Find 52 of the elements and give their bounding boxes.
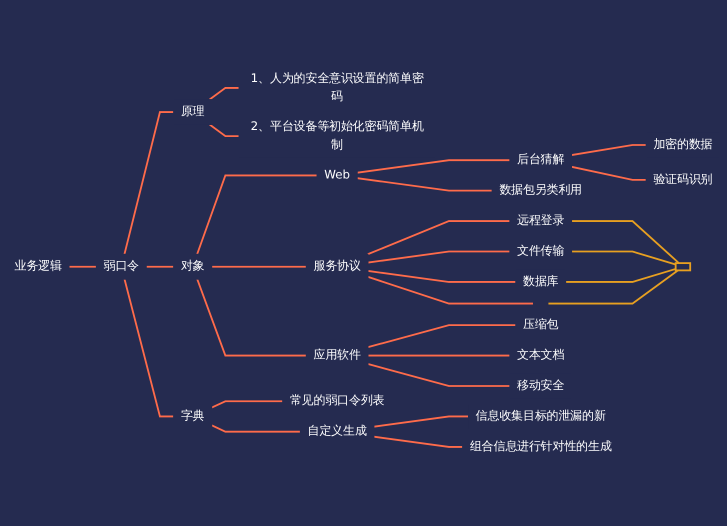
node-text: 弱口令 xyxy=(104,260,140,274)
node-text: 压缩包 xyxy=(522,318,558,332)
connector xyxy=(374,436,463,448)
node-text: 加密的数据 xyxy=(653,138,712,152)
node-text: 远程登录 xyxy=(517,214,564,228)
connector xyxy=(566,268,676,283)
connector xyxy=(211,400,283,408)
connector xyxy=(196,174,317,255)
connector xyxy=(212,266,306,268)
connector xyxy=(368,250,510,264)
node-text: 文本文档 xyxy=(517,348,564,362)
connector xyxy=(357,159,510,174)
connector xyxy=(209,124,239,138)
connector xyxy=(571,166,646,181)
connector xyxy=(368,324,516,348)
connector xyxy=(196,278,306,356)
node-text: 信息收集目标的泄漏的新 xyxy=(476,409,606,424)
connector xyxy=(368,354,510,356)
node-text: 常见的弱口令列表 xyxy=(290,394,384,408)
node-text: 组合信息进行针对性的生成 xyxy=(470,440,612,454)
connector xyxy=(124,279,174,418)
node-text: 数据包另类利用 xyxy=(499,184,582,198)
node-text: 应用软件 xyxy=(314,348,361,362)
connector xyxy=(368,276,534,304)
node-text: 1、人为的安全意识设置的简单密码 xyxy=(250,72,424,104)
connector xyxy=(211,424,300,433)
node-text: 字典 xyxy=(180,409,204,424)
connector xyxy=(146,266,174,268)
connector xyxy=(572,220,680,264)
node-text: Web xyxy=(324,168,350,182)
node-text: 后台猜解 xyxy=(517,153,564,167)
connector xyxy=(124,111,174,254)
node-text: 服务协议 xyxy=(314,260,361,274)
node-text: 自定义生成 xyxy=(308,424,367,438)
node-text: 2、平台设备等初始化密码简单机制 xyxy=(250,120,424,152)
connector xyxy=(209,87,239,100)
connector xyxy=(571,144,646,156)
connector xyxy=(357,177,492,192)
node-box xyxy=(674,262,692,272)
connector xyxy=(368,363,510,387)
node-text: 文件传输 xyxy=(517,244,564,258)
node-text: 数据库 xyxy=(522,274,558,289)
node-text: 移动安全 xyxy=(517,378,564,393)
node-text: 原理 xyxy=(180,104,204,119)
connector xyxy=(367,220,510,256)
node-text: 验证码识别 xyxy=(653,172,712,186)
connector xyxy=(548,270,678,304)
connector xyxy=(368,270,516,283)
connector xyxy=(69,266,96,268)
connector xyxy=(572,250,676,266)
node-text: 业务逻辑 xyxy=(14,260,62,274)
connector xyxy=(374,416,468,428)
